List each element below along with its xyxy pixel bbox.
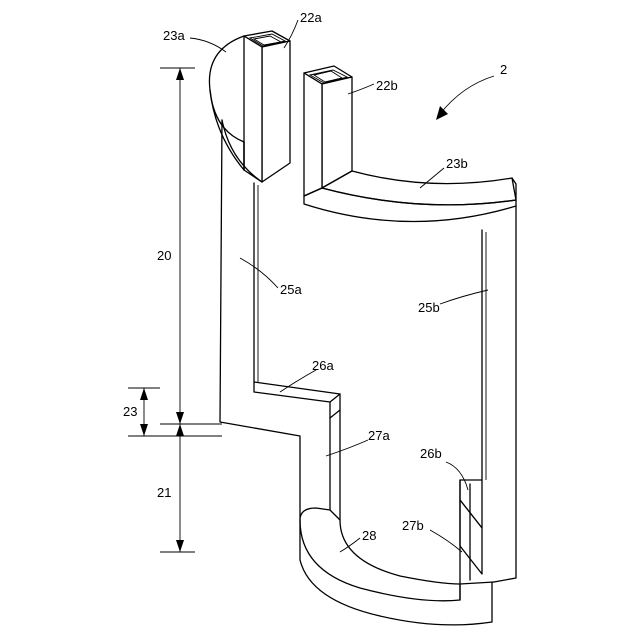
label-23a: 23a [163, 28, 185, 43]
label-27b: 27b [402, 518, 424, 533]
tube-22a [244, 31, 290, 182]
label-20: 20 [157, 248, 171, 263]
label-27a: 27a [368, 428, 390, 443]
label-2: 2 [500, 62, 507, 77]
label-25a: 25a [280, 282, 302, 297]
dimension-lines [128, 68, 222, 552]
label-23b: 23b [446, 156, 468, 171]
label-22b: 22b [376, 78, 398, 93]
step-26b [460, 480, 482, 584]
step-26a [254, 382, 340, 520]
label-21: 21 [157, 485, 171, 500]
label-23: 23 [123, 404, 137, 419]
label-26a: 26a [312, 358, 334, 373]
label-25b: 25b [418, 300, 440, 315]
label-28: 28 [362, 528, 376, 543]
label-22a: 22a [300, 10, 322, 25]
wall-25b [482, 206, 516, 582]
label-26b: 26b [420, 446, 442, 461]
